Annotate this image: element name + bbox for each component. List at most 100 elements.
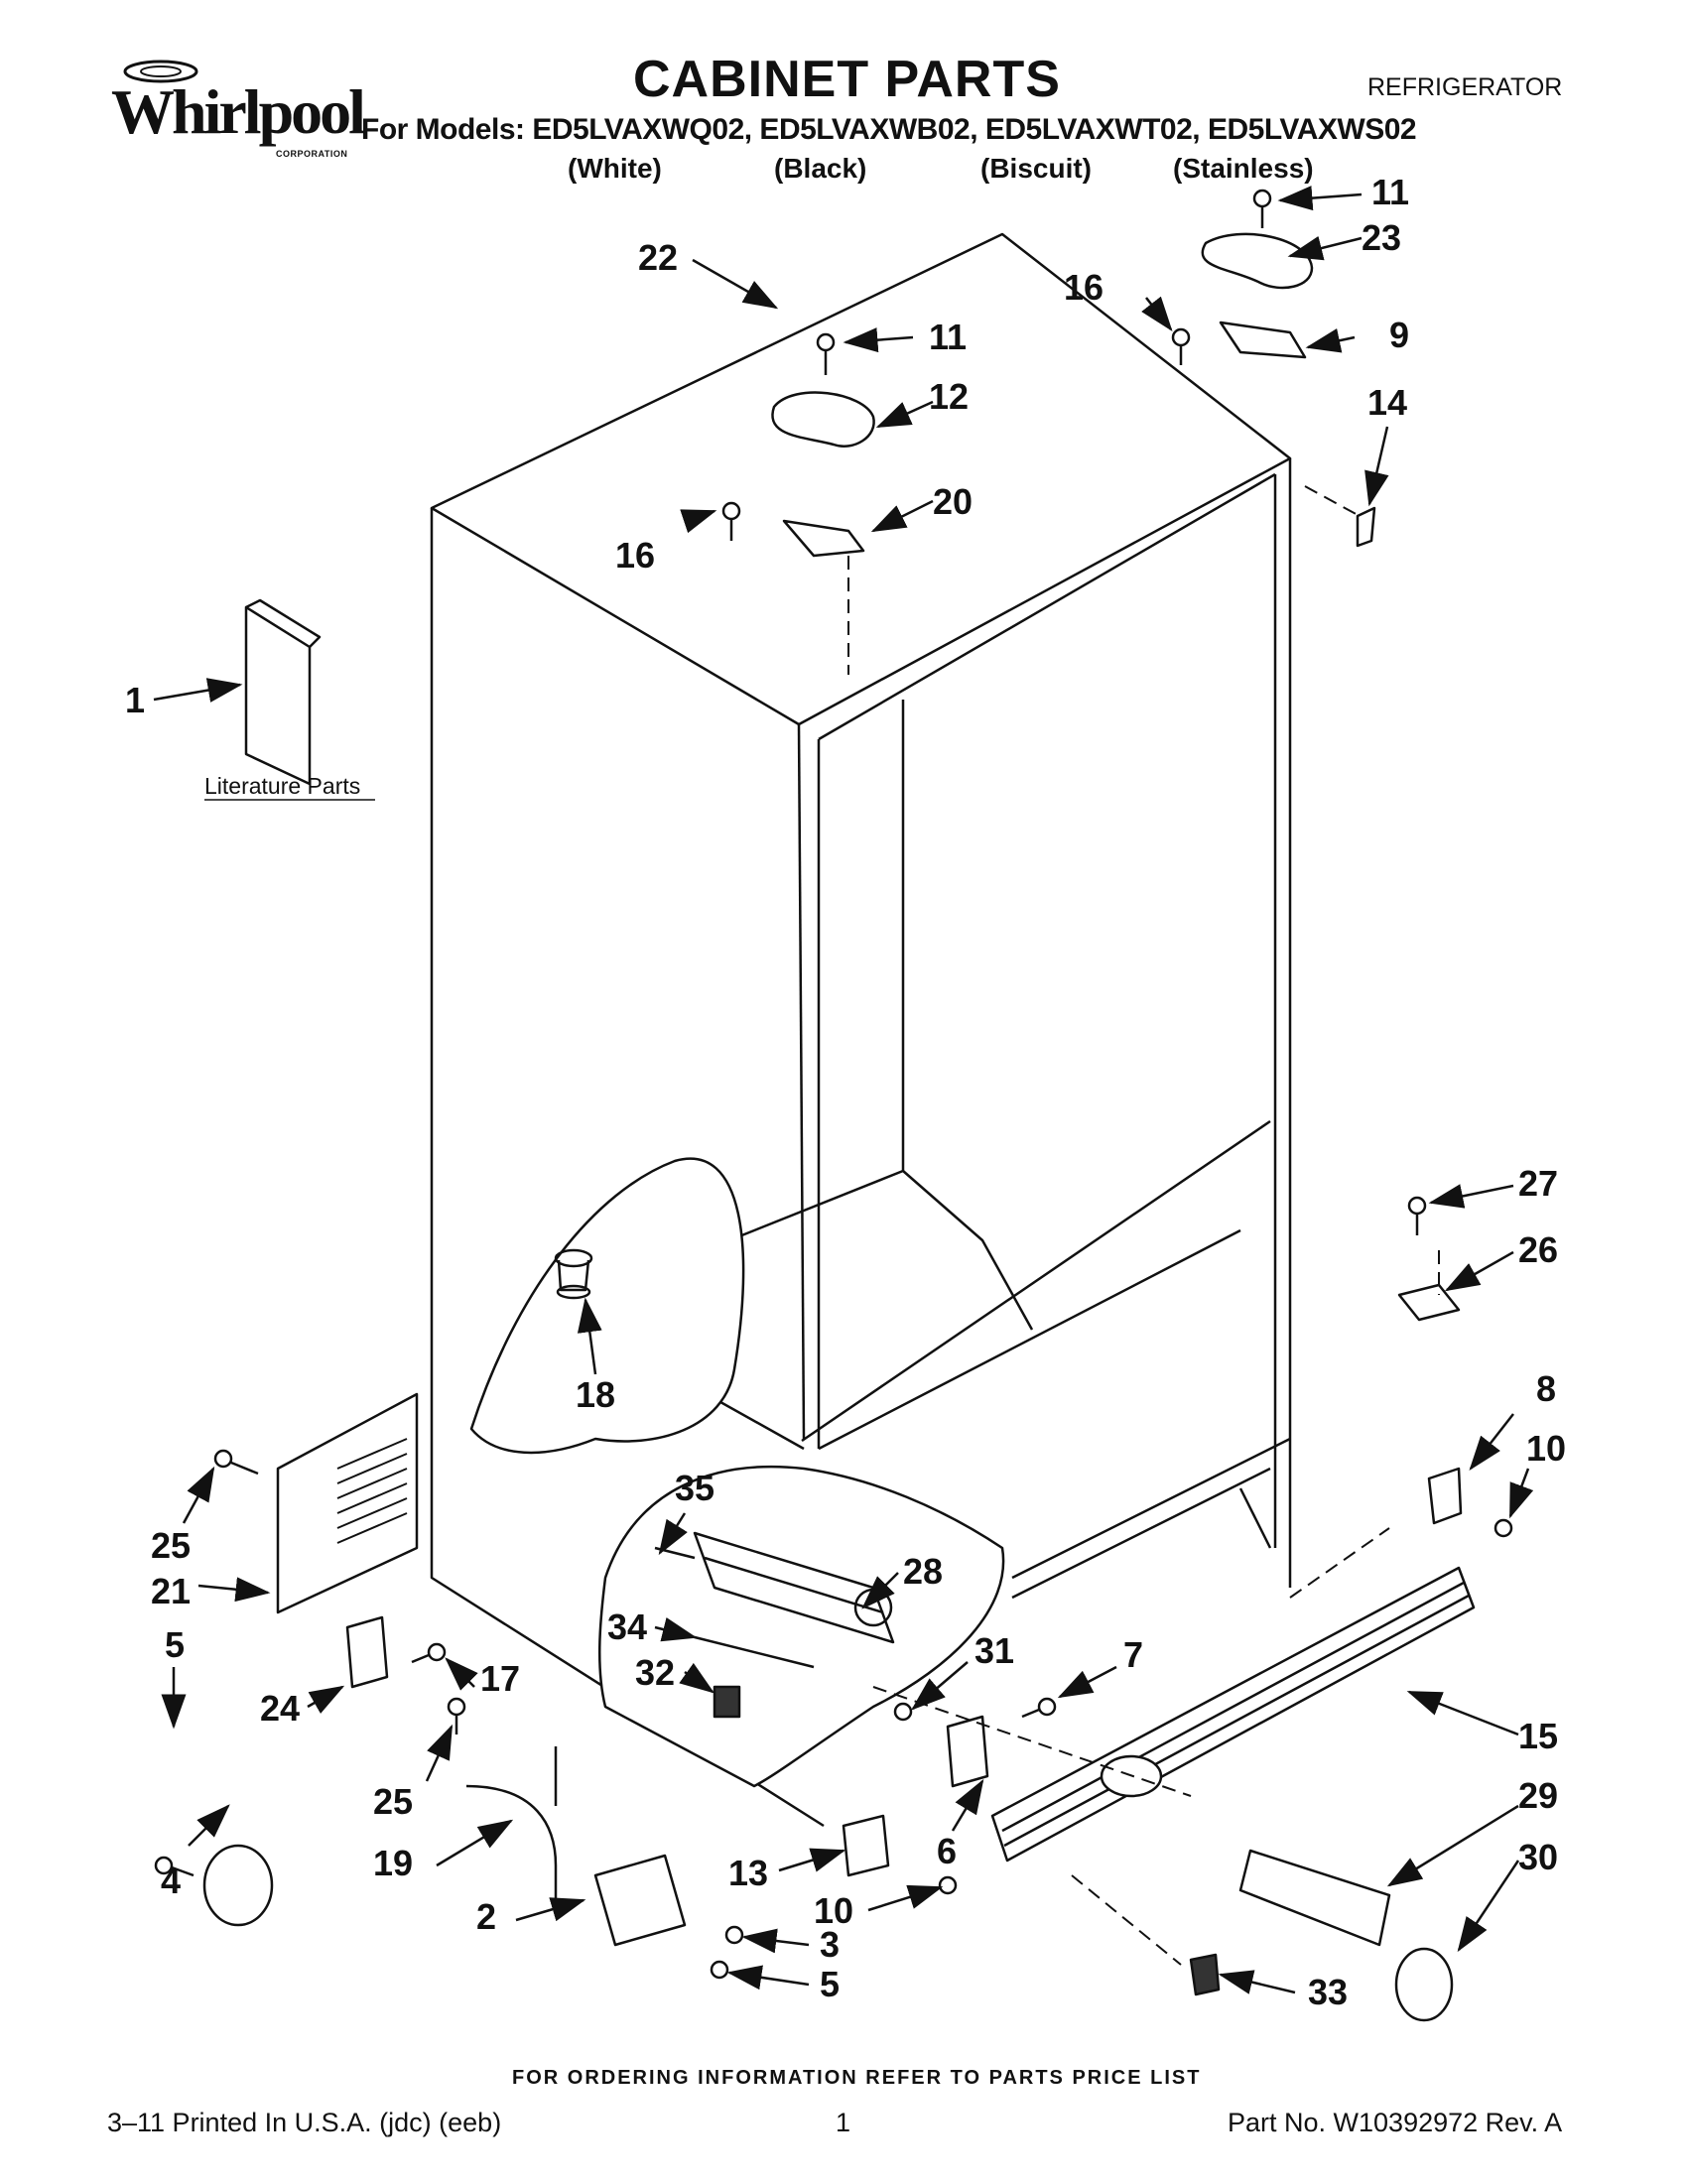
callout-26: 26 xyxy=(1518,1229,1558,1270)
callout-32: 32 xyxy=(635,1652,675,1693)
print-info: 3–11 Printed In U.S.A. (jdc) (eeb) xyxy=(107,2108,502,2137)
screw-part-3 xyxy=(724,1925,744,1945)
whirlpool-logo: Whirlpool CORPORATION xyxy=(107,58,375,159)
brand-corporation: CORPORATION xyxy=(276,149,348,159)
callout-leader-lines xyxy=(153,186,1534,1994)
logo-swirl-icon xyxy=(123,60,198,83)
screw-part-5-left xyxy=(154,1856,195,1877)
cabinet-shell xyxy=(430,232,1292,1828)
callout-4: 4 xyxy=(161,1861,181,1901)
screw-part-11-left xyxy=(816,332,836,375)
callout-9: 9 xyxy=(1389,315,1409,355)
callout-35: 35 xyxy=(675,1468,714,1508)
callout-6: 6 xyxy=(937,1831,957,1871)
water-tube-part-19 xyxy=(465,1746,558,1905)
callout-18: 18 xyxy=(576,1374,615,1415)
tube-part-34 xyxy=(694,1635,815,1669)
screw-part-16-right xyxy=(1171,327,1191,365)
callout-25: 25 xyxy=(373,1781,413,1822)
screw-part-31 xyxy=(893,1702,913,1722)
callout-12: 12 xyxy=(929,376,969,417)
callout-11: 11 xyxy=(1371,172,1409,212)
callout-28: 28 xyxy=(903,1551,943,1592)
screw-part-10-lower xyxy=(938,1875,958,1895)
color-biscuit: (Biscuit) xyxy=(980,153,1092,184)
rear-grille-slots xyxy=(336,1438,408,1544)
screw-part-7 xyxy=(1021,1697,1057,1719)
callout-23: 23 xyxy=(1362,217,1401,258)
callout-22: 22 xyxy=(638,237,678,278)
callout-13: 13 xyxy=(728,1853,768,1893)
callout-16: 16 xyxy=(615,535,655,576)
page-title: CABINET PARTS xyxy=(633,51,1061,108)
callout-34: 34 xyxy=(607,1606,647,1647)
bracket-part-24 xyxy=(345,1615,389,1689)
bracket-part-6 xyxy=(946,1715,989,1788)
callout-16: 16 xyxy=(1064,267,1104,308)
callout-10: 10 xyxy=(1526,1428,1566,1469)
callout-11: 11 xyxy=(929,317,967,357)
callout-1: 1 xyxy=(125,680,145,720)
callout-29: 29 xyxy=(1518,1775,1558,1816)
callout-21: 21 xyxy=(151,1571,191,1611)
literature-booklet-edge xyxy=(245,598,322,648)
callout-19: 19 xyxy=(373,1843,413,1883)
callout-2: 2 xyxy=(476,1896,496,1937)
literature-parts-label: Literature Parts xyxy=(204,773,360,799)
screw-part-11-right xyxy=(1252,189,1272,228)
bottom-hinge-part-2 xyxy=(593,1854,687,1947)
callout-5: 5 xyxy=(820,1964,840,2004)
bracket-part-8 xyxy=(1427,1467,1463,1525)
toe-grille-ribs xyxy=(1001,1581,1470,1848)
callout-27: 27 xyxy=(1518,1163,1558,1204)
water-filter-part-29 xyxy=(1238,1849,1391,1947)
hinge-cover-part-12 xyxy=(771,391,875,448)
screw-part-25-lower xyxy=(447,1697,466,1734)
clip-part-33 xyxy=(1189,1953,1221,1996)
leveling-foot-part-18 xyxy=(554,1248,593,1300)
callout-7: 7 xyxy=(1123,1634,1143,1675)
bracket-part-13 xyxy=(842,1814,890,1877)
bracket-part-32 xyxy=(713,1685,741,1719)
hinge-cover-part-23 xyxy=(1201,232,1314,290)
appliance-type: REFRIGERATOR xyxy=(1367,73,1563,101)
brand-wordmark: Whirlpool xyxy=(111,76,366,147)
callout-15: 15 xyxy=(1518,1716,1558,1756)
clip-part-14 xyxy=(1356,506,1376,548)
bracket-part-26 xyxy=(1397,1283,1461,1322)
color-white: (White) xyxy=(568,153,662,184)
page-number: 1 xyxy=(836,2108,851,2137)
toe-grille-part-15 xyxy=(990,1566,1476,1863)
screw-part-10-right xyxy=(1493,1518,1513,1538)
callout-3: 3 xyxy=(820,1924,840,1965)
callout-17: 17 xyxy=(480,1658,520,1699)
literature-booklet-part-1 xyxy=(244,605,312,786)
ordering-notice: FOR ORDERING INFORMATION REFER TO PARTS … xyxy=(512,2067,1202,2089)
callout-10: 10 xyxy=(814,1890,853,1931)
callout-8: 8 xyxy=(1536,1368,1556,1409)
part-number: Part No. W10392972 Rev. A xyxy=(1228,2108,1563,2137)
callout-5: 5 xyxy=(165,1624,185,1665)
screw-part-27 xyxy=(1407,1196,1427,1235)
screw-part-17 xyxy=(411,1642,447,1664)
callout-30: 30 xyxy=(1518,1837,1558,1877)
screw-part-5-lower xyxy=(710,1960,729,1980)
screw-part-16-left xyxy=(721,501,741,541)
color-stainless: (Stainless) xyxy=(1173,153,1314,184)
cutaway-view-left xyxy=(469,1157,745,1455)
top-hinge-part-20 xyxy=(782,519,865,558)
callout-31: 31 xyxy=(974,1630,1014,1671)
filter-cap-part-30 xyxy=(1394,1947,1454,2022)
screw-part-25-left xyxy=(213,1449,259,1476)
callout-14: 14 xyxy=(1367,382,1407,423)
cutaway-view-bottom xyxy=(597,1465,1005,1788)
color-black: (Black) xyxy=(774,153,867,184)
callout-33: 33 xyxy=(1308,1972,1348,2012)
model-list: For Models: ED5LVAXWQ02, ED5LVAXWB02, ED… xyxy=(361,113,1417,146)
roller-part-4 xyxy=(202,1844,274,1927)
top-hinge-part-9 xyxy=(1219,321,1307,359)
callout-25: 25 xyxy=(151,1525,191,1566)
callout-20: 20 xyxy=(933,481,973,522)
callout-24: 24 xyxy=(260,1688,300,1729)
